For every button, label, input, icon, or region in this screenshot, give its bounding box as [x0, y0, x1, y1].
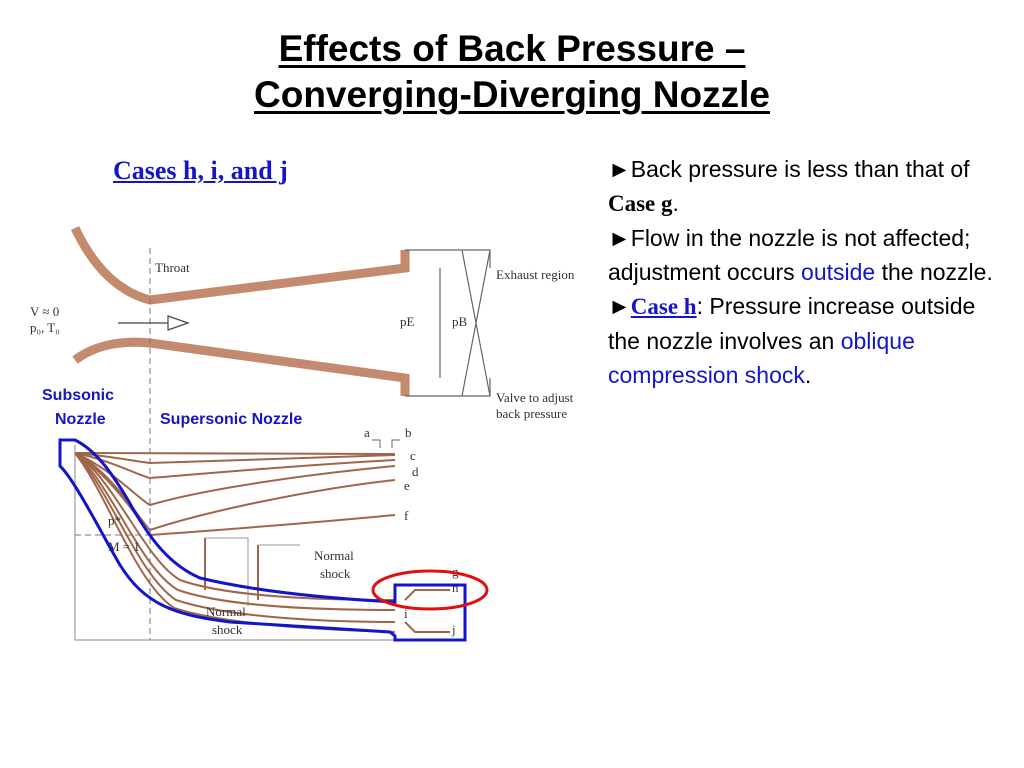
bullet-marker-icon: ►	[608, 293, 631, 319]
exhaust-label: Exhaust region	[496, 267, 575, 282]
bullet-1-case: Case g	[608, 191, 673, 216]
curve-h	[74, 452, 396, 611]
curve-label-c: c	[410, 448, 416, 463]
valve-label-1: Valve to adjust	[496, 390, 574, 405]
normal-shock-a-line1: Normal	[314, 548, 354, 563]
valve-icon	[461, 249, 491, 397]
curve-label-h: h	[452, 580, 459, 595]
bullet-2-outside: outside	[801, 259, 876, 285]
bullet-3-text: : Pressure increase outside the nozzle i…	[608, 293, 976, 354]
normal-shock-b-line2: shock	[212, 622, 243, 637]
slide-title: Effects of Back Pressure – Converging-Di…	[0, 26, 1024, 118]
exit-step	[404, 589, 450, 633]
title-line-2: Converging-Diverging Nozzle	[254, 74, 770, 115]
subsonic-label-2: Nozzle	[55, 411, 106, 428]
pe-label: pE	[400, 314, 415, 329]
curve-e	[74, 452, 396, 532]
bracket-a-b-icon	[372, 439, 400, 448]
curve-a	[74, 452, 396, 455]
curve-i	[74, 452, 396, 623]
title-line-1: Effects of Back Pressure –	[278, 28, 746, 69]
curve-c	[74, 452, 396, 480]
flow-arrow-icon	[118, 315, 190, 331]
normal-shock-b-line1: Normal	[206, 604, 246, 619]
curve-label-a: a	[364, 425, 370, 440]
subsonic-label-1: Subsonic	[42, 387, 114, 404]
curve-g	[74, 452, 396, 601]
bullet-1-end: .	[672, 190, 679, 216]
normal-shock-a-line2: shock	[320, 566, 351, 581]
bullet-3-end: .	[804, 362, 812, 388]
nozzle-upper-wall	[70, 226, 410, 305]
curve-f	[74, 452, 396, 537]
case-h-highlight-circle	[371, 569, 489, 611]
curve-b	[74, 452, 396, 465]
bullet-2-text-end: the nozzle.	[875, 259, 993, 285]
bullet-3-case: Case h	[630, 294, 697, 319]
curve-label-e: e	[404, 478, 410, 493]
subsonic-outline	[58, 438, 467, 642]
bullet-list: ►Back pressure is less than that of Case…	[608, 152, 1008, 392]
bullet-1-text: Back pressure is less than that of	[630, 156, 970, 182]
curve-label-j: j	[451, 622, 456, 637]
curve-label-d: d	[412, 464, 419, 479]
subtitle-cases: Cases h, i, and j	[113, 156, 288, 185]
p0t0-label: p₀, T₀	[30, 320, 60, 335]
nozzle-lower-wall	[72, 337, 410, 396]
curve-label-f: f	[404, 508, 409, 523]
m1-label: M = 1	[108, 539, 140, 554]
pstar-label: p*	[108, 513, 121, 528]
pb-label: pB	[452, 314, 468, 329]
v0-label: V ≈ 0	[30, 304, 59, 319]
throat-label: Throat	[155, 260, 190, 275]
valve-label-2: back pressure	[496, 406, 567, 421]
bullet-2-text: Flow in the nozzle is not affected; adju…	[608, 225, 971, 285]
bullet-1: ►Back pressure is less than that of Case…	[608, 152, 1008, 221]
curve-label-i: i	[404, 606, 408, 621]
bullet-marker-icon: ►	[608, 225, 631, 251]
bullet-2: ►Flow in the nozzle is not affected; adj…	[608, 221, 1008, 289]
exhaust-region-outline	[405, 249, 491, 397]
curve-label-b: b	[405, 425, 412, 440]
bullet-3: ►Case h: Pressure increase outside the n…	[608, 289, 1008, 392]
bullet-marker-icon: ►	[608, 156, 631, 182]
bullet-3-highlight: oblique compression shock	[608, 328, 915, 388]
shock-guide-a	[205, 537, 249, 606]
supersonic-label: Supersonic Nozzle	[160, 411, 302, 428]
